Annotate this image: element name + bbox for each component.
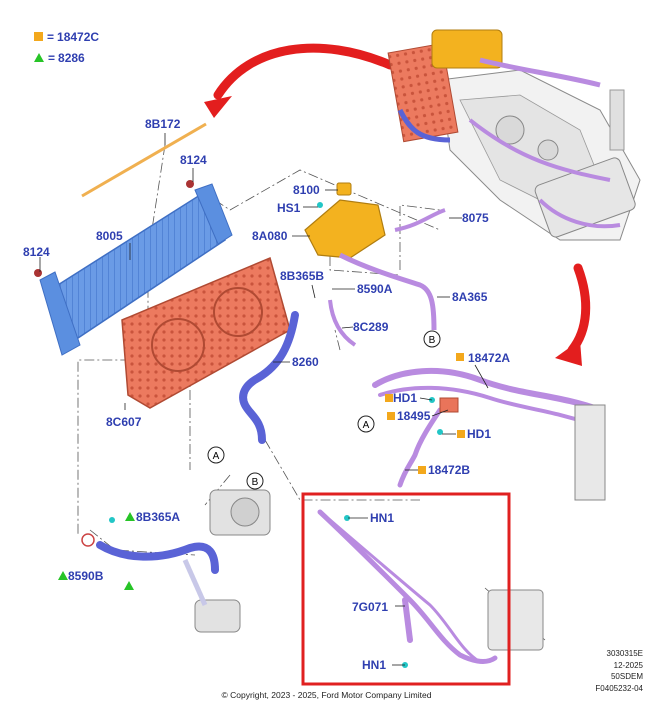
callout-8075: 8075 (462, 211, 489, 225)
callout-8c607: 8C607 (106, 415, 142, 429)
callout-8124-left: 8124 (23, 245, 50, 259)
callout-18495: 18495 (397, 409, 431, 423)
square-marker-icon (418, 466, 426, 474)
callout-8a080: 8A080 (252, 229, 288, 243)
radiator (34, 180, 233, 356)
heater-core (574, 404, 606, 501)
callout-8590a: 8590A (357, 282, 393, 296)
ref-a-right: A (363, 420, 370, 431)
callout-7g071: 7G071 (352, 600, 388, 614)
mount-bolt-icon (186, 180, 194, 188)
meta-line: 12-2025 (613, 660, 643, 670)
meta-line: 50SDEM (610, 672, 643, 681)
callout-hd1-right: HD1 (467, 427, 491, 441)
meta-line: F0405232-04 (595, 683, 643, 693)
callout-hn1-bottom: HN1 (362, 658, 386, 672)
copyright-notice: © Copyright, 2023 - 2025, Ford Motor Com… (221, 690, 432, 700)
callout-8c289: 8C289 (353, 320, 389, 334)
hose-8260 (239, 311, 299, 444)
callout-hn1-top: HN1 (370, 511, 394, 525)
mount-bolt-icon (34, 269, 42, 277)
ref-b-top: B (429, 335, 436, 346)
triangle-marker-icon (124, 581, 134, 590)
square-marker-icon (34, 32, 43, 41)
hose-8075 (394, 208, 446, 232)
legend-eq: = (47, 29, 55, 44)
callout-18472a: 18472A (468, 351, 510, 365)
meta-line: 3030315E (606, 649, 643, 658)
clamp-icon (109, 517, 115, 523)
arrow-head-icon (555, 340, 582, 366)
callout-8005: 8005 (96, 229, 123, 243)
callout-8a365: 8A365 (452, 290, 488, 304)
callout-8124-top: 8124 (180, 153, 207, 167)
hose-8c289 (328, 299, 357, 347)
callout-8b365b: 8B365B (280, 269, 324, 283)
legend-code: 18472C (57, 29, 100, 44)
callout-8100: 8100 (293, 183, 320, 197)
legend: = 18472C = 8286 (34, 26, 99, 68)
callout-hs1: HS1 (277, 201, 301, 215)
radiator-rod (81, 122, 207, 198)
ref-a-bottom: A (213, 451, 220, 462)
transmission-cooler-hoses (317, 509, 498, 664)
triangle-marker-icon (58, 571, 68, 580)
triangle-marker-icon (34, 53, 44, 62)
callout-hd1-top: HD1 (393, 391, 417, 405)
hose-8a365 (338, 252, 437, 331)
fan-shroud (121, 256, 291, 409)
callout-8260: 8260 (292, 355, 319, 369)
flow-arrows (204, 43, 591, 366)
engine-assembly (387, 29, 641, 241)
callout-markers (58, 353, 465, 590)
clamp-icon (317, 202, 323, 208)
triangle-marker-icon (125, 512, 135, 521)
callout-8590b: 8590B (68, 569, 104, 583)
legend-item-triangle: = 8286 (34, 47, 99, 68)
clamp-icon (81, 533, 95, 547)
legend-eq: = (48, 50, 56, 65)
coolant-reservoir (304, 182, 386, 259)
callout-18472b: 18472B (428, 463, 470, 477)
arrow-head-icon (204, 96, 232, 118)
ref-b-bottom: B (252, 477, 259, 488)
leader-lines (39, 133, 489, 666)
hose-lower (96, 541, 219, 574)
callout-8b172: 8B172 (145, 117, 181, 131)
square-marker-icon (387, 412, 395, 420)
legend-code: 8286 (58, 50, 85, 65)
transmission-cooler (487, 589, 544, 651)
water-pump (182, 489, 271, 633)
reference-circles: B A A B (207, 330, 441, 490)
legend-item-square: = 18472C (34, 26, 99, 47)
drawing-metadata: 3030315E 12-2025 50SDEM F0405232-04 (595, 648, 643, 694)
square-marker-icon (457, 430, 465, 438)
callout-labels: 8B172 8124 8005 8124 8100 HS1 8A080 8075… (23, 117, 510, 672)
square-marker-icon (385, 394, 393, 402)
square-marker-icon (456, 353, 464, 361)
highlight-box (301, 492, 511, 686)
heater-hoses (372, 368, 603, 488)
clamp-icon (344, 515, 350, 521)
callout-8b365a: 8B365A (136, 510, 180, 524)
